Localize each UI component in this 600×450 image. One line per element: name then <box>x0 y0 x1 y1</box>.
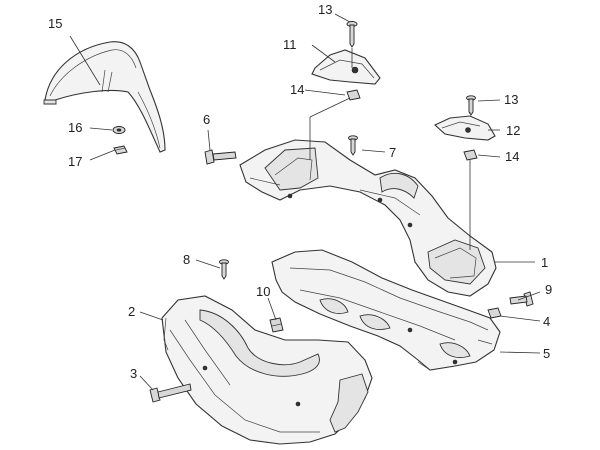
callout-9: 9 <box>545 282 552 297</box>
part-17-clip <box>113 145 128 155</box>
part-5-rear-cover <box>271 249 501 371</box>
leader-13-top <box>334 13 351 23</box>
callout-2: 2 <box>128 304 135 319</box>
part-12-small-cover <box>434 115 496 141</box>
callout-10: 10 <box>256 284 270 299</box>
callout-14-right: 14 <box>505 149 519 164</box>
part-4-clip <box>487 307 502 319</box>
part-14-nut-top <box>346 89 361 101</box>
part-14-nut-right <box>463 149 478 161</box>
callout-labels: 1 2 3 4 5 6 7 8 9 10 11 12 13 13 14 14 1… <box>48 2 552 381</box>
part-13-screw-right <box>466 95 476 116</box>
callout-3: 3 <box>130 366 137 381</box>
callout-5: 5 <box>543 346 550 361</box>
callout-8: 8 <box>183 252 190 267</box>
part-7-screw <box>348 135 358 156</box>
part-1-upper-cover <box>239 139 497 297</box>
callout-13-top: 13 <box>318 2 332 17</box>
part-10-clip <box>269 317 284 333</box>
part-15-visor <box>43 41 166 153</box>
callout-15: 15 <box>48 16 62 31</box>
callout-6: 6 <box>203 112 210 127</box>
part-16-washer <box>112 126 126 134</box>
part-3-bolt <box>149 383 192 403</box>
callout-17: 17 <box>68 154 82 169</box>
callout-12: 12 <box>506 123 520 138</box>
part-2-front-cover <box>161 295 373 445</box>
callout-7: 7 <box>389 145 396 160</box>
callout-1: 1 <box>541 255 548 270</box>
part-6-bolt <box>204 149 237 165</box>
callout-16: 16 <box>68 120 82 135</box>
callout-4: 4 <box>543 314 550 329</box>
callout-11: 11 <box>283 37 297 52</box>
leader-lines <box>69 35 541 391</box>
part-13-screw-top <box>346 21 358 48</box>
callout-13-right: 13 <box>504 92 518 107</box>
part-11-small-cover <box>311 49 381 85</box>
callout-14-top: 14 <box>290 82 304 97</box>
part-8-screw <box>219 259 229 280</box>
